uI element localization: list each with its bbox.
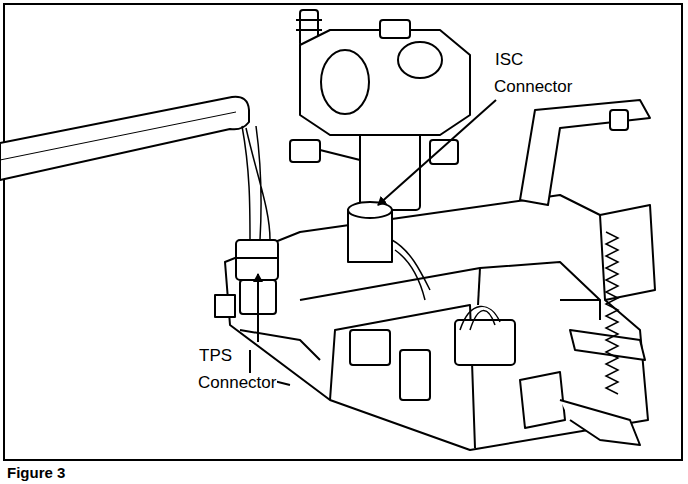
illustration-part bbox=[320, 150, 360, 160]
leader-line bbox=[378, 100, 496, 205]
illustration-part bbox=[215, 295, 235, 317]
illustration-part bbox=[610, 110, 628, 130]
illustration-part bbox=[380, 20, 410, 38]
illustration-part bbox=[296, 20, 322, 30]
illustration-part bbox=[520, 372, 565, 428]
illustration-part bbox=[242, 126, 270, 240]
illustration-part bbox=[460, 306, 500, 330]
illustration-part bbox=[398, 42, 442, 78]
illustration-part bbox=[236, 257, 278, 259]
throttle-linkage bbox=[520, 100, 655, 360]
wire-harness bbox=[0, 97, 270, 240]
illustration-part bbox=[560, 300, 600, 320]
leader-line bbox=[257, 274, 259, 342]
part-label: TPS Connector bbox=[198, 342, 288, 396]
illustration-part bbox=[330, 305, 475, 448]
label-text: Figure 3 bbox=[7, 464, 65, 481]
illustration-part bbox=[392, 240, 430, 300]
illustration-part bbox=[300, 30, 470, 135]
illustration-part bbox=[240, 330, 320, 360]
illustration-part bbox=[600, 205, 655, 300]
illustration-part bbox=[321, 50, 369, 114]
illustration-part bbox=[290, 140, 320, 162]
label-text: TPS Connector bbox=[198, 346, 277, 392]
illustration-part bbox=[400, 350, 430, 400]
label-text: ISC Connector bbox=[494, 50, 573, 96]
figure-border bbox=[4, 4, 682, 460]
isc-motor bbox=[290, 10, 470, 300]
illustration-part bbox=[570, 330, 645, 360]
illustration-part bbox=[0, 112, 236, 160]
illustration-part bbox=[350, 330, 390, 365]
illustration-part bbox=[0, 97, 249, 180]
illustration-part bbox=[455, 320, 515, 365]
illustration-part bbox=[225, 195, 648, 450]
throttle-body bbox=[215, 195, 648, 450]
illustration-part bbox=[360, 130, 420, 210]
illustration-part bbox=[520, 100, 650, 205]
illustration-part bbox=[430, 140, 458, 164]
part-label: ISC Connector bbox=[494, 46, 584, 100]
illustration-part bbox=[300, 262, 600, 300]
illustration-part bbox=[348, 202, 392, 218]
illustration-part bbox=[478, 268, 480, 305]
return-spring bbox=[606, 232, 618, 394]
illustration-part bbox=[560, 400, 640, 445]
figure-caption: Figure 3 bbox=[7, 464, 65, 482]
